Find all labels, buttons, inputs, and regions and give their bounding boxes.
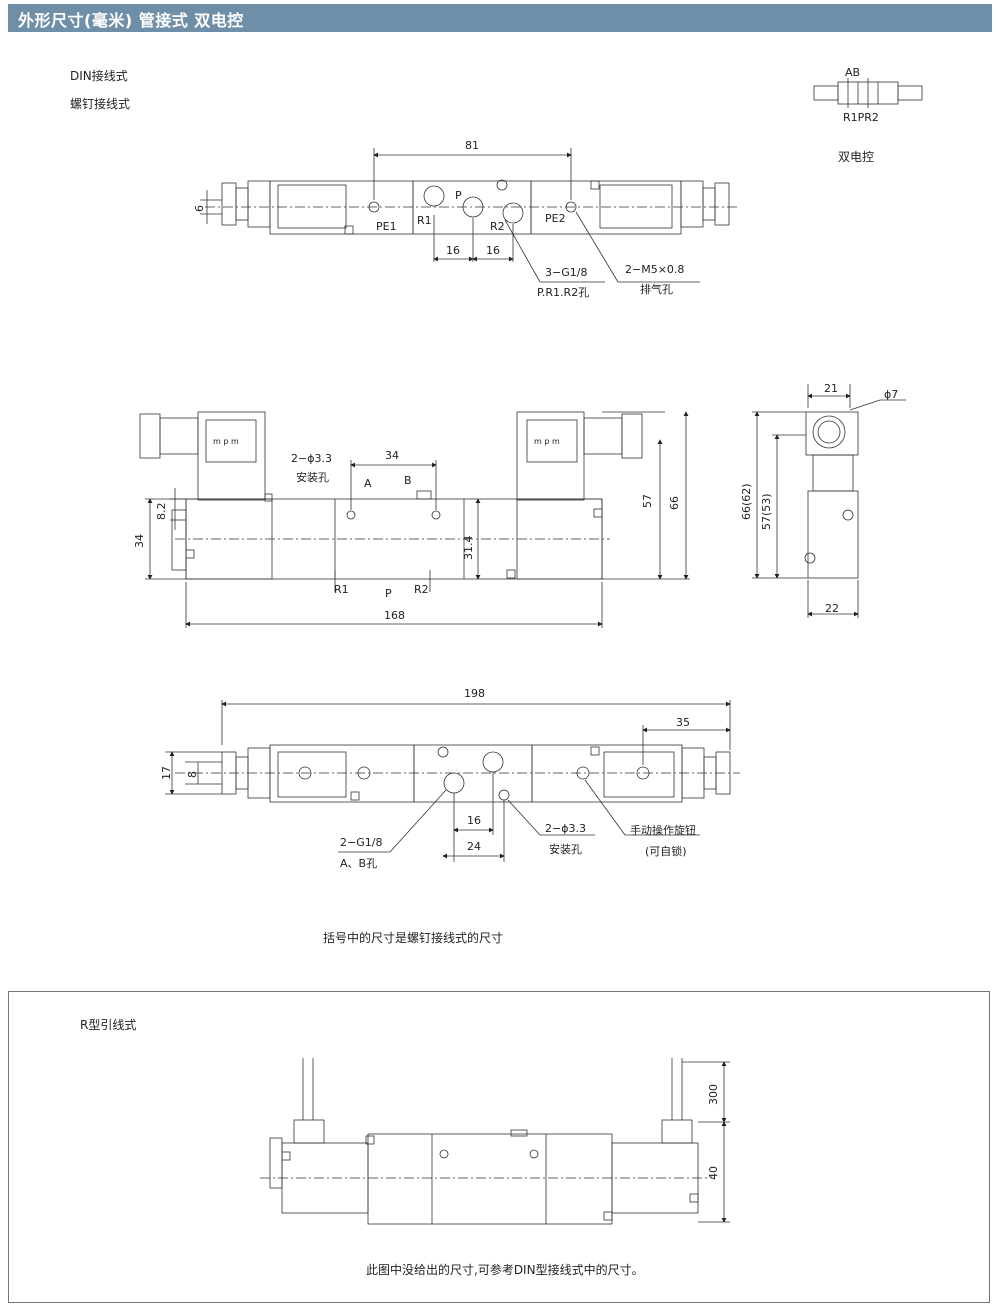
page-title: 外形尺寸(毫米) 管接式 双电控	[18, 11, 244, 30]
hole-label-b: 安装孔	[296, 471, 329, 484]
knob-label: 手动操作旋钮	[630, 824, 696, 837]
dim-22: 22	[825, 602, 839, 615]
ab-port-label-b: A、B孔	[340, 857, 378, 870]
dim-phi7: ϕ7	[884, 388, 899, 401]
port-label-2b: 排气孔	[640, 283, 673, 296]
page-header: 外形尺寸(毫米) 管接式 双电控	[8, 4, 992, 32]
dim-6: 6	[193, 205, 206, 212]
dim-31-4: 31.4	[462, 535, 475, 561]
bottom-view	[165, 700, 740, 862]
hole-label: 2−ϕ3.3	[291, 452, 332, 465]
label-r2-top: R2	[490, 220, 505, 233]
symbol-caption: 双电控	[838, 150, 875, 164]
coil-mark-left: m p m	[213, 437, 239, 446]
dim-16b: 16	[486, 244, 500, 257]
bottom-hole-label-b: 安装孔	[549, 843, 582, 856]
label-pe1: PE1	[376, 220, 397, 233]
dim-16: 16	[467, 814, 481, 827]
dim-198: 198	[464, 687, 485, 700]
dim-17: 17	[160, 766, 173, 780]
dim-66: 66	[668, 496, 681, 510]
label-r1-front: R1	[334, 583, 349, 596]
dim-57-53: 57(53)	[760, 493, 773, 530]
dim-16a: 16	[446, 244, 460, 257]
dim-300: 300	[707, 1084, 720, 1105]
r-type-box	[8, 991, 990, 1303]
label-a: A	[364, 477, 372, 490]
label-p-front: P	[385, 587, 392, 600]
dim-66-62: 66(62)	[740, 483, 753, 520]
dim-34v: 34	[133, 534, 146, 548]
dim-168: 168	[384, 609, 405, 622]
label-pe2: PE2	[545, 212, 566, 225]
dim-21: 21	[824, 382, 838, 395]
knob-label-b: (可自锁)	[645, 845, 687, 858]
label-b: B	[404, 474, 412, 487]
symbol-top-label: AB	[845, 66, 861, 79]
screw-label: 螺钉接线式	[70, 97, 131, 111]
r-type-note: 此图中没给出的尺寸,可参考DIN型接线式中的尺寸。	[366, 1263, 644, 1277]
dim-34: 34	[385, 449, 399, 462]
dim-8: 8	[186, 771, 199, 778]
dim-57: 57	[641, 494, 654, 508]
coil-mark-right: m p m	[534, 437, 560, 446]
symbol-bottom-label: R1PR2	[843, 111, 879, 124]
dim-40: 40	[707, 1166, 720, 1180]
side-view	[752, 384, 906, 618]
dim-8-2: 8.2	[155, 502, 168, 521]
port-label-1b: P.R1.R2孔	[537, 286, 590, 299]
dim-35: 35	[676, 716, 690, 729]
bracket-note: 括号中的尺寸是螺钉接线式的尺寸	[323, 931, 504, 945]
valve-symbol	[813, 78, 923, 108]
r-type-label: R型引线式	[80, 1018, 137, 1032]
dim-81: 81	[465, 139, 479, 152]
ab-port-label: 2−G1/8	[340, 836, 383, 849]
r-type-view	[260, 1058, 730, 1225]
top-view	[200, 148, 740, 283]
din-label: DIN接线式	[70, 69, 128, 83]
label-p-top: P	[455, 189, 462, 202]
port-label-2: 2−M5×0.8	[625, 263, 685, 276]
port-label-1: 3−G1/8	[545, 266, 588, 279]
front-view	[139, 411, 690, 628]
label-r2-front: R2	[414, 583, 429, 596]
bottom-hole-label: 2−ϕ3.3	[545, 822, 586, 835]
label-r1-top: R1	[417, 214, 432, 227]
dim-24: 24	[467, 840, 481, 853]
